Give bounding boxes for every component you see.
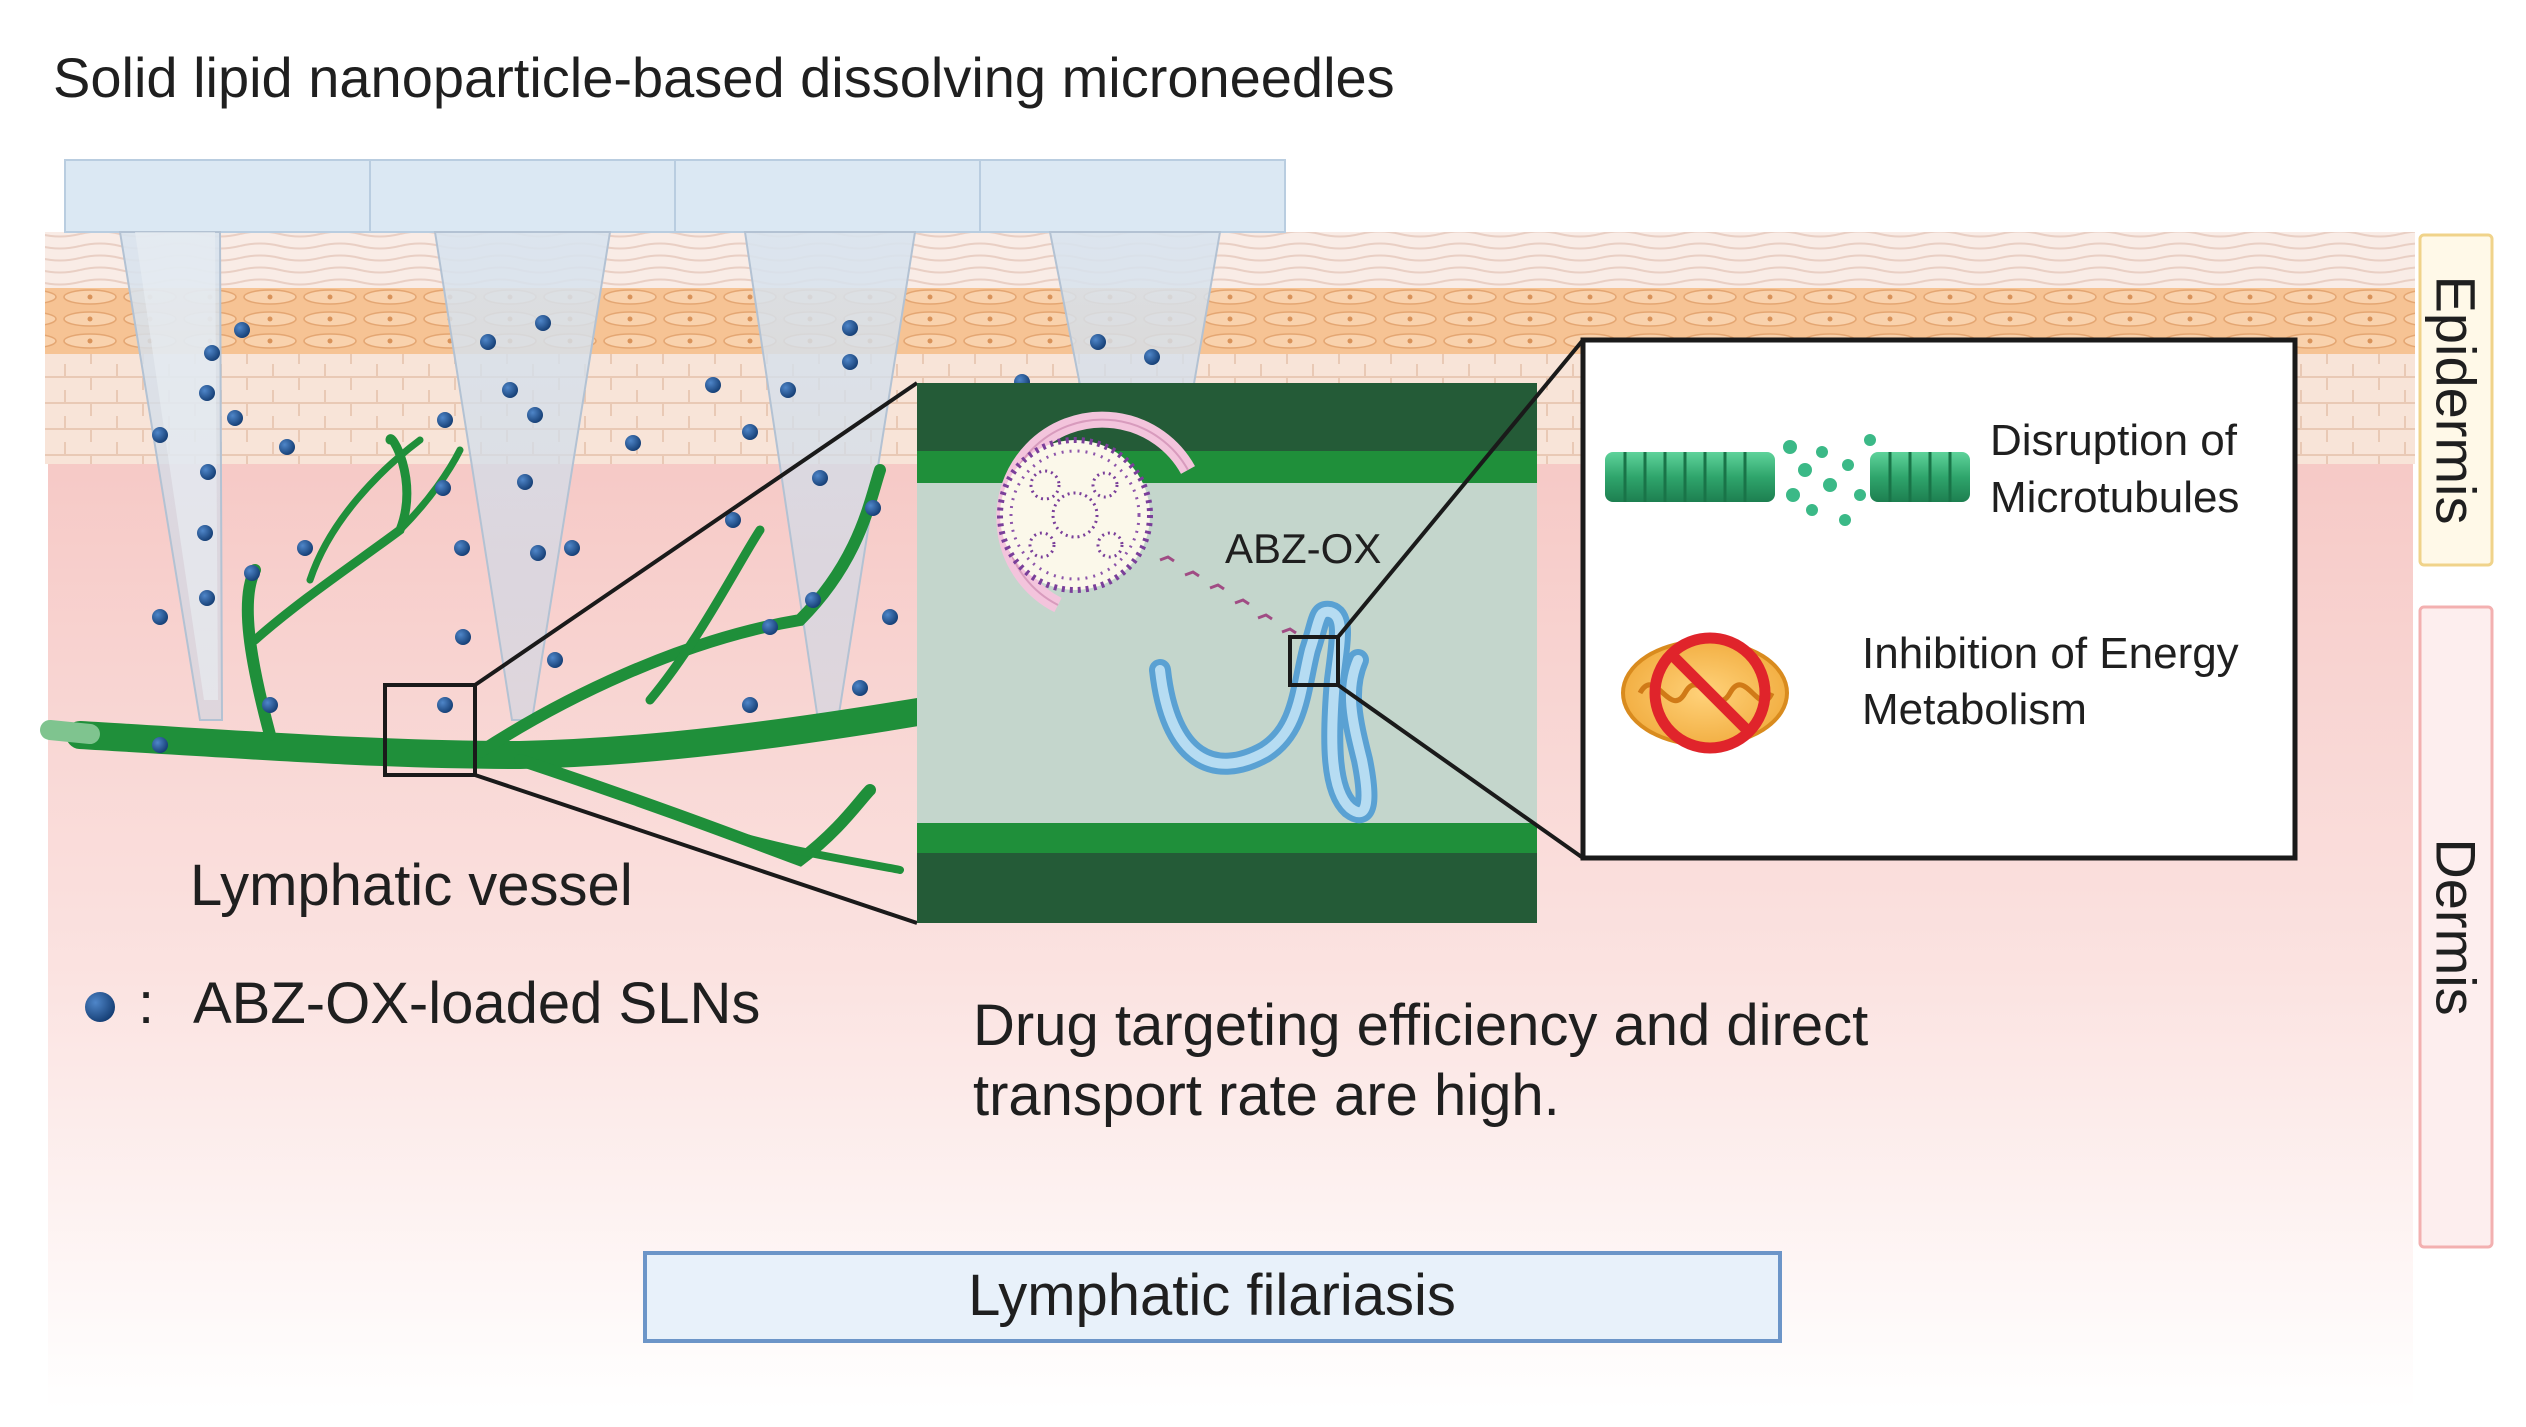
nanoparticles bbox=[152, 315, 1160, 753]
zoom-box-worm bbox=[1288, 635, 1340, 687]
legend-nanoparticle-marker bbox=[85, 992, 115, 1022]
zoom-callout-vessel bbox=[383, 381, 919, 925]
figure-title: Solid lipid nanoparticle-based dissolvin… bbox=[53, 46, 1395, 109]
solid-lipid-nanoparticle bbox=[996, 411, 1195, 613]
epidermis-bar: Epidermis bbox=[2418, 233, 2494, 567]
dermis-label: Dermis bbox=[2425, 838, 2488, 1015]
effect-2-line-1: Inhibition of Energy bbox=[1862, 629, 2239, 678]
note-line-2: transport rate are high. bbox=[973, 1063, 1560, 1128]
lymphatic-vessel bbox=[40, 434, 944, 874]
disease-box: Lymphatic filariasis bbox=[643, 1251, 1782, 1343]
legend: : ABZ-OX-loaded SLNs bbox=[85, 971, 760, 1036]
note-line-1: Drug targeting efficiency and direct bbox=[973, 993, 1868, 1058]
disease-label: Lymphatic filariasis bbox=[968, 1263, 1456, 1328]
effect-2-line-2: Metabolism bbox=[1862, 685, 2087, 734]
effect-1-line-1: Disruption of bbox=[1990, 416, 2238, 465]
dermis-bar: Dermis bbox=[2418, 605, 2494, 1249]
legend-separator: : bbox=[138, 971, 154, 1036]
mitochondria-inhibition-icon bbox=[1621, 632, 1789, 754]
vessel-inset bbox=[917, 383, 1537, 923]
lymphatic-vessel-label: Lymphatic vessel bbox=[190, 853, 633, 918]
legend-text: ABZ-OX-loaded SLNs bbox=[193, 971, 760, 1036]
zoom-callout-worm bbox=[1336, 338, 1585, 860]
epidermis-label: Epidermis bbox=[2425, 276, 2488, 525]
effects-panel: Disruption of Microtubules Inhibition of… bbox=[1580, 337, 2298, 861]
microtubule-disruption-icon bbox=[1605, 434, 1970, 526]
effect-1-line-2: Microtubules bbox=[1990, 473, 2239, 522]
drug-label: ABZ-OX bbox=[1225, 525, 1381, 572]
